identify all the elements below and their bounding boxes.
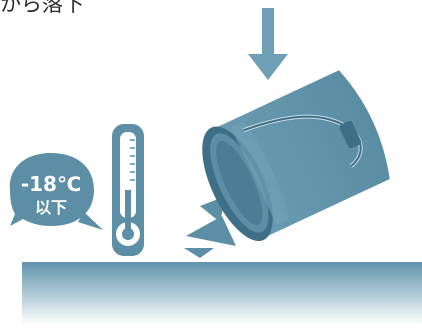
bucket-icon — [202, 70, 390, 242]
badge-below: 以下 — [35, 198, 67, 217]
speech-bubble-icon: -18℃ 以下 — [9, 153, 103, 230]
down-arrow-icon — [248, 8, 288, 80]
caption-text: から落下 — [0, 0, 84, 16]
floor — [22, 262, 422, 325]
thermometer-icon — [112, 124, 144, 256]
badge-temperature: -18℃ — [21, 172, 81, 196]
